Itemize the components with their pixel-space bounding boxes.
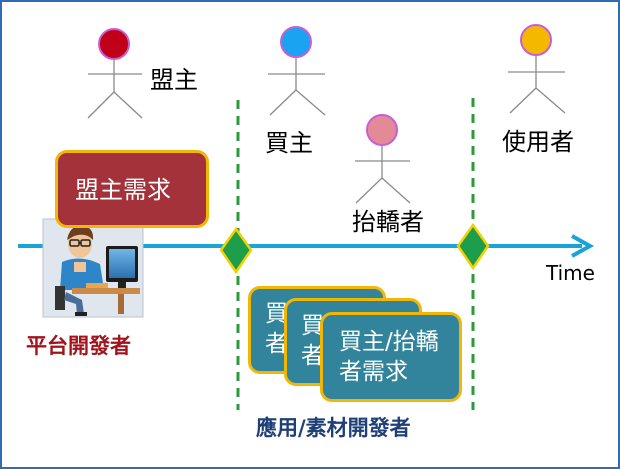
- buyer-carrier-needs-box-front: 買主/抬轎 者需求: [320, 312, 462, 402]
- carrier-head-icon: [366, 114, 398, 146]
- milestone-diamond-left: [219, 226, 253, 275]
- buyer-carrier-needs-back-text: 買 者: [265, 301, 288, 357]
- actor-carrier-label: 抬轎者: [352, 208, 424, 236]
- alliance-owner-needs-box: 盟主需求: [55, 150, 209, 228]
- developer-at-computer-icon: [42, 218, 144, 318]
- actor-buyer-figure: [268, 26, 326, 116]
- alliance-owner-needs-text: 盟主需求: [75, 176, 171, 204]
- alliance-owner-head-icon: [98, 28, 130, 60]
- buyer-carrier-needs-middle-text: 買 者: [301, 313, 324, 369]
- user-head-icon: [520, 24, 552, 56]
- platform-developer-label: 平台開發者: [26, 333, 131, 358]
- timeline-arrowhead: [571, 234, 595, 258]
- actor-user-figure: [508, 24, 566, 114]
- actor-carrier-figure: [355, 114, 411, 204]
- buyer-carrier-needs-front-text: 買主/抬轎 者需求: [339, 329, 439, 385]
- milestone-diamond-right: [456, 222, 490, 271]
- timeline-label: Time: [546, 261, 595, 285]
- buyer-head-icon: [280, 26, 312, 58]
- application-developer-label: 應用/素材開發者: [256, 415, 411, 440]
- actor-alliance-owner-figure: [87, 28, 143, 119]
- actor-user-label: 使用者: [502, 128, 574, 156]
- actor-alliance-owner-label: 盟主: [150, 66, 198, 94]
- actor-buyer-label: 買主: [265, 129, 313, 157]
